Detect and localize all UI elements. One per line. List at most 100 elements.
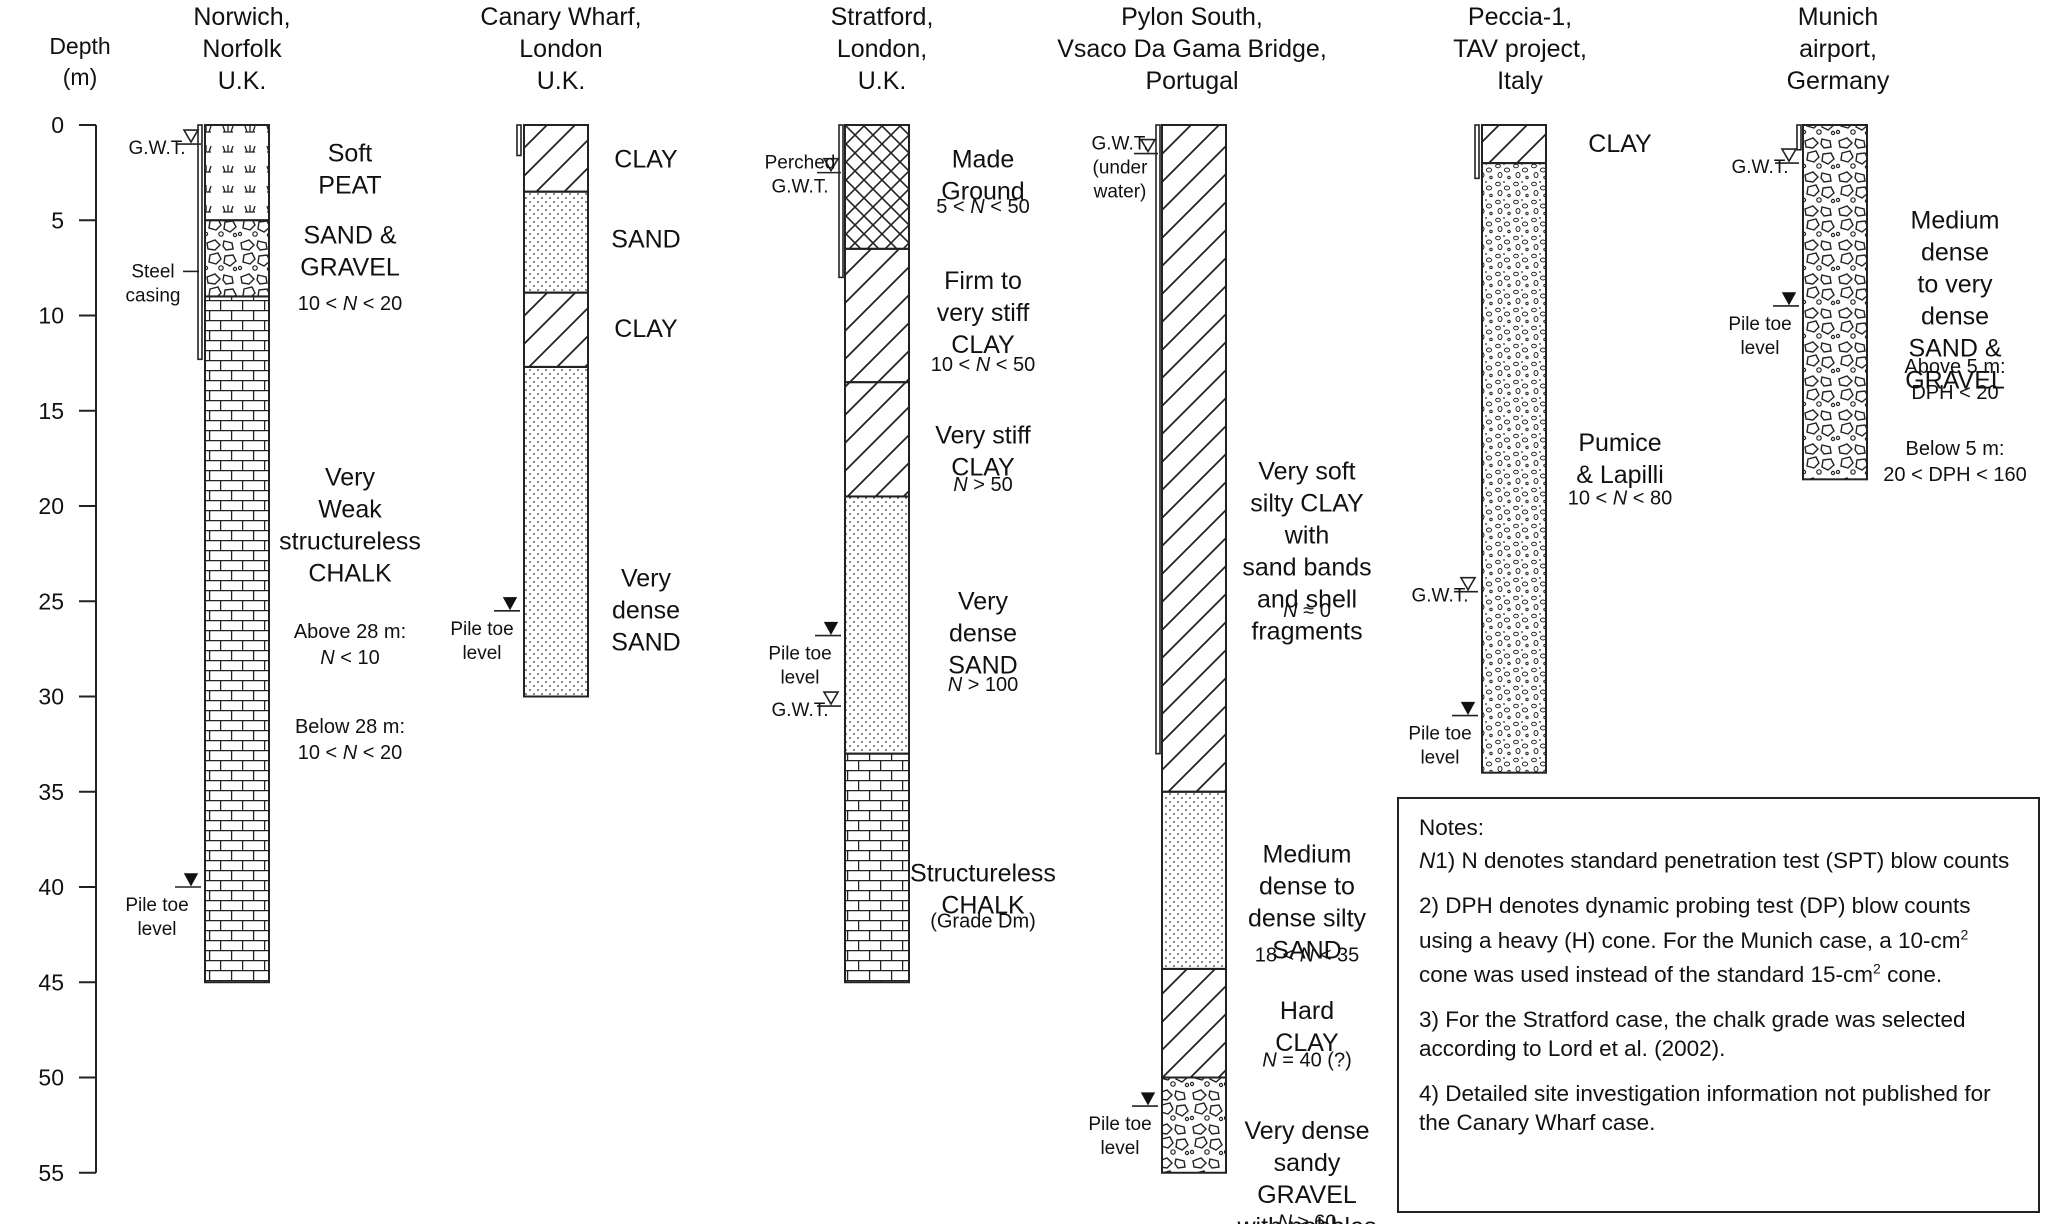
layer-sand: [1161, 790, 1227, 970]
layer-label-stratford-line: 5 < N < 50: [936, 196, 1029, 218]
layer-label-stratford-line: N > 100: [948, 674, 1019, 696]
layer-label-peccia-line: Pumice: [1578, 429, 1661, 457]
depth-tick-label: 50: [38, 1065, 64, 1091]
pile-toe-label-line: Pile toe: [1088, 1114, 1151, 1135]
layer-sand: [523, 365, 589, 698]
casing-label-line: Steel: [131, 261, 174, 282]
pile-toe-marker: [823, 621, 839, 636]
layer-label-munich-line: SAND &: [1908, 334, 2001, 362]
gwt-label-line: (under: [1093, 158, 1149, 179]
gwt-marker: [1139, 138, 1157, 154]
column-header-pylon-line: Pylon South,: [1121, 3, 1263, 31]
pile-toe-label-line: level: [1420, 748, 1459, 769]
pile-toe-label-line: Pile toe: [768, 644, 831, 665]
steel-casing: [516, 124, 522, 157]
text-part: < 10: [335, 647, 380, 669]
layer-label-munich-line: dense: [1921, 302, 1989, 330]
pile-toe-marker: [183, 873, 199, 887]
column-header-peccia-line: Peccia-1,: [1468, 3, 1572, 31]
pile-toe-label-line: Pile toe: [1408, 724, 1471, 745]
layer-clay: [523, 124, 589, 193]
column-header-peccia-line: Italy: [1497, 67, 1543, 95]
italic-n: N: [1283, 600, 1298, 622]
steel-casing: [197, 124, 203, 361]
gwt-label-line: Perched: [765, 153, 836, 174]
text-part: ≈ 0: [1298, 600, 1331, 622]
layer-label-canary-line: CLAY: [614, 315, 678, 343]
layer-label-pylon-line: N = 40 (?): [1262, 1049, 1352, 1071]
layer-label-stratford-line: very stiff: [937, 299, 1030, 327]
layer-label-peccia-line: & Lapilli: [1576, 461, 1664, 489]
column-header-munich-line: airport,: [1799, 35, 1877, 63]
layer-label-pylon-line: N ≥ 60: [1278, 1211, 1337, 1224]
layer-label-norwich-line: 10 < N < 20: [298, 293, 403, 315]
column-header-norwich-line: Norwich,: [193, 3, 290, 31]
depth-axis-title-line: Depth: [49, 33, 110, 59]
layer-gravel: [204, 219, 270, 298]
pile-toe-marker: [1140, 1092, 1156, 1106]
gwt-marker: [822, 157, 840, 173]
layer-label-pylon-line: with: [1284, 522, 1329, 550]
column-header-munich-line: Germany: [1787, 67, 1890, 95]
text-part: < 20: [357, 293, 402, 315]
notes-title: Notes:: [1419, 815, 1485, 840]
steel-casing: [1796, 124, 1802, 151]
layer-label-norwich-line: N < 10: [320, 647, 380, 669]
layer-label-pylon-line: N ≈ 0: [1283, 600, 1331, 622]
layer-label-pylon-line: GRAVEL: [1257, 1181, 1357, 1209]
layer-label-peccia-line: 10 < N < 80: [1568, 487, 1673, 509]
layer-clay: [1481, 124, 1547, 165]
layer-label-pylon-line: silty CLAY: [1250, 490, 1364, 518]
notes-box: Notes: N1) N denotes standard penetratio…: [1397, 797, 2040, 1213]
layer-label-stratford-line: Very stiff: [935, 422, 1030, 450]
column-canary: Canary Wharf,LondonU.K.CLAYSANDCLAYVeryd…: [450, 3, 681, 698]
layer-label-norwich-line: GRAVEL: [300, 253, 400, 281]
gwt-label-line: G.W.T.: [1412, 586, 1469, 607]
column-header-norwich-line: Norfolk: [202, 35, 282, 63]
italic-n: N: [343, 742, 358, 764]
layer-label-stratford-line: 10 < N < 50: [931, 354, 1036, 376]
casing-label-line: casing: [126, 285, 181, 306]
column-header-peccia-line: TAV project,: [1453, 35, 1587, 63]
text-part: < 80: [1627, 487, 1672, 509]
layer-clay: [523, 291, 589, 368]
pile-toe-label-line: Pile toe: [1728, 314, 1791, 335]
text-part: < 50: [985, 196, 1030, 218]
text-part: > 100: [962, 674, 1018, 696]
layer-label-norwich-line: SAND &: [303, 221, 396, 249]
layer-label-canary-line: SAND: [611, 225, 680, 253]
text-part: 18 <: [1255, 945, 1300, 967]
gwt-label-line: G.W.T.: [1092, 134, 1149, 155]
column-header-munich-line: Munich: [1798, 3, 1879, 31]
layer-sand: [523, 190, 589, 294]
note-4-text: 4) Detailed site investigation informati…: [1419, 1081, 1991, 1135]
gwt-label-line: water): [1093, 182, 1147, 203]
layer-label-norwich-line: Below 28 m:: [295, 716, 405, 738]
layer-label-canary-line: Very: [621, 564, 672, 592]
note-3: 3) For the Stratford case, the chalk gra…: [1419, 1005, 2018, 1063]
pile-toe-marker: [502, 597, 518, 611]
layer-clay: [1161, 967, 1227, 1079]
depth-tick-label: 25: [38, 588, 64, 614]
layer-label-pylon-line: dense to: [1259, 873, 1355, 901]
layer-label-norwich-line: Weak: [318, 495, 382, 523]
layer-label-stratford-line: (Grade Dm): [930, 910, 1036, 932]
note-1: N1) N denotes standard penetration test …: [1419, 848, 2010, 873]
depth-tick-label: 10: [38, 303, 64, 329]
layer-label-stratford-line: CLAY: [951, 331, 1015, 359]
layer-label-pylon-line: dense silty: [1248, 905, 1367, 933]
layer-label-stratford-line: Made: [952, 145, 1015, 173]
layer-label-canary-line: SAND: [611, 628, 680, 656]
layer-label-stratford-line: CLAY: [951, 454, 1015, 482]
layer-label-pylon-line: Hard: [1280, 997, 1334, 1025]
layer-label-munich-line: DPH < 20: [1911, 382, 1998, 404]
layer-label-munich-line: Medium: [1911, 206, 2000, 234]
gwt-marker: [1780, 148, 1798, 163]
column-header-norwich-line: U.K.: [218, 67, 267, 95]
column-header-canary-line: London: [519, 35, 602, 63]
gwt-label-line: G.W.T.: [129, 138, 186, 159]
